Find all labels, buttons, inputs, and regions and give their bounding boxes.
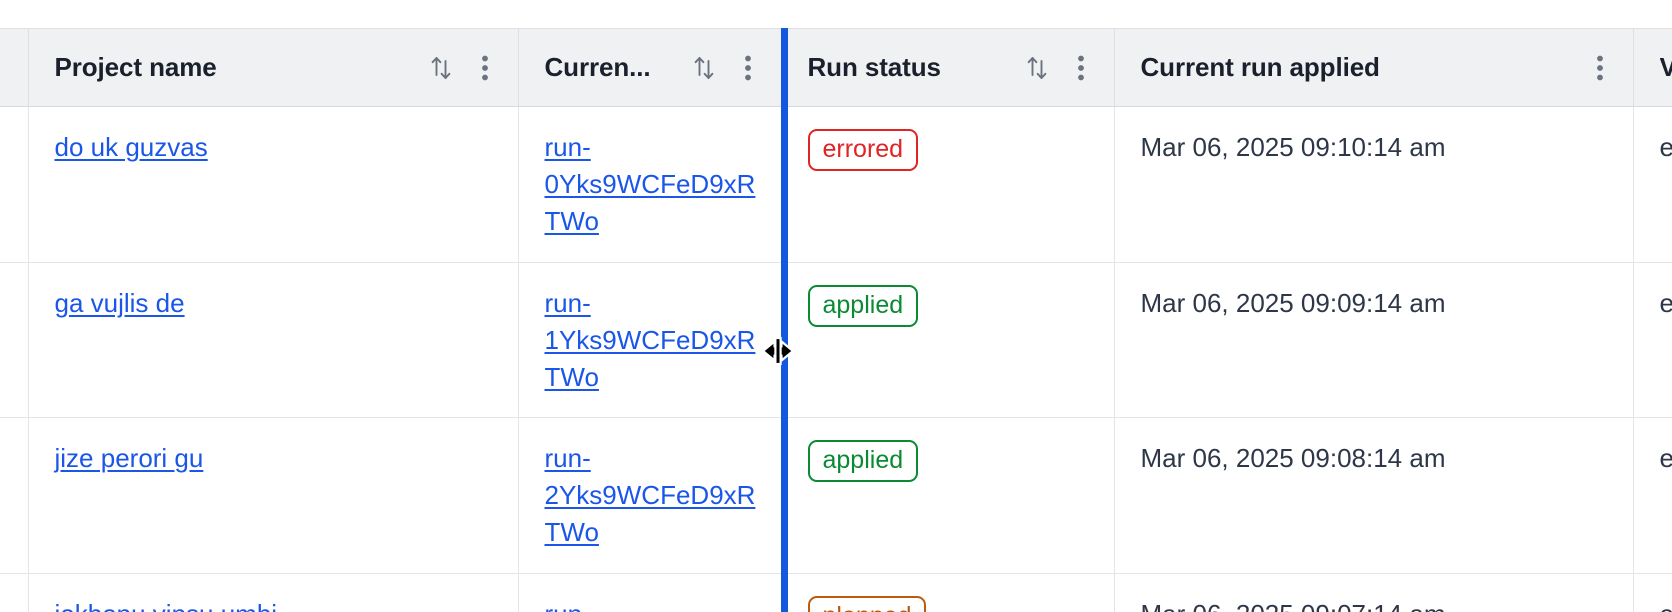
cell-next-column: e [1633,106,1672,263]
row-select-cell[interactable] [0,417,29,575]
project-name-link[interactable]: jokbopu vipsu umbi [55,599,278,612]
kebab-menu-icon[interactable] [1066,51,1096,85]
kebab-menu-icon[interactable] [733,51,763,85]
applied-timestamp: Mar 06, 2025 09:09:14 am [1140,287,1446,318]
cell-current-run-applied: Mar 06, 2025 09:10:14 am [1114,106,1634,263]
cell-next-column: e [1633,417,1672,575]
sort-arrows-icon[interactable] [426,51,456,85]
next-column-value: e [1660,132,1672,162]
applied-timestamp: Mar 06, 2025 09:08:14 am [1140,443,1446,474]
current-run-link[interactable]: run-2Yks9WCFeD9xRTWo [544,443,756,548]
kebab-menu-icon[interactable] [470,51,500,85]
sort-arrows-icon[interactable] [689,51,719,85]
next-column-value: e [1660,599,1672,612]
column-header-label: V [1660,52,1672,83]
column-header-run-status[interactable]: Run status [781,28,1115,107]
next-column-value: e [1660,443,1672,473]
table-row: ga vujlis de run-1Yks9WCFeD9xRTWo applie… [0,262,1672,419]
project-name-link[interactable]: do uk guzvas [54,132,208,162]
cell-run-status: applied [781,417,1115,575]
status-badge: errored [807,129,919,171]
sort-arrows-icon[interactable] [1022,51,1052,85]
kebab-menu-icon[interactable] [1585,51,1615,85]
cell-current-run: run-1Yks9WCFeD9xRTWo [518,262,782,419]
current-run-link[interactable]: run-0Yks9WCFeD9xRTWo [544,132,756,236]
column-header-current-run[interactable]: Curren... [518,28,782,107]
table-row: jokbopu vipsu umbi run-3Yks9WCFeD9xRTWo … [0,573,1672,612]
status-badge: applied [807,440,919,483]
status-badge: planned [807,596,927,612]
cell-current-run-applied: Mar 06, 2025 09:08:14 am [1114,417,1634,575]
cell-current-run: run-2Yks9WCFeD9xRTWo [518,417,782,575]
cell-current-run: run-0Yks9WCFeD9xRTWo [518,106,782,263]
current-run-link[interactable]: run-1Yks9WCFeD9xRTWo [544,287,756,392]
table-row: jize perori gu run-2Yks9WCFeD9xRTWo appl… [0,417,1672,575]
column-header-current-run-applied[interactable]: Current run applied [1114,28,1634,107]
column-header-project-name[interactable]: Project name [28,28,519,107]
column-header-label: Curren... [544,52,651,82]
applied-timestamp: Mar 06, 2025 09:10:14 am [1140,132,1446,162]
cell-current-run-applied: Mar 06, 2025 09:09:14 am [1114,262,1634,419]
column-header-label: Run status [807,52,941,82]
cell-project-name: jize perori gu [28,417,519,575]
project-name-link[interactable]: ga vujlis de [54,287,185,318]
row-select-cell[interactable] [0,262,29,419]
column-header-label: Project name [54,52,217,82]
cell-project-name: do uk guzvas [28,106,519,263]
row-select-cell[interactable] [0,106,29,263]
column-header-label: Current run applied [1140,52,1380,82]
cell-current-run-applied: Mar 06, 2025 09:07:14 am [1114,573,1634,612]
next-column-value: e [1660,288,1672,318]
table-row: do uk guzvas run-0Yks9WCFeD9xRTWo errore… [0,106,1672,263]
cell-project-name: ga vujlis de [28,262,519,419]
table-header: Project name [0,28,1672,107]
row-select-cell[interactable] [0,573,29,612]
cell-run-status: errored [781,106,1115,263]
project-name-link[interactable]: jize perori gu [54,443,204,474]
cell-next-column: e [1633,573,1672,612]
column-header-next-column[interactable]: V [1633,28,1672,107]
current-run-link[interactable]: run-3Yks9WCFeD9xRTWo [545,599,756,612]
cell-run-status: applied [781,262,1115,419]
cell-run-status: planned [781,573,1115,612]
cell-next-column: e [1633,262,1672,419]
row-select-header [0,28,29,107]
cell-project-name: jokbopu vipsu umbi [28,573,519,612]
applied-timestamp: Mar 06, 2025 09:07:14 am [1141,599,1446,612]
projects-table: Project name [0,28,1672,612]
cell-current-run: run-3Yks9WCFeD9xRTWo [518,573,782,612]
table-body: do uk guzvas run-0Yks9WCFeD9xRTWo errore… [0,106,1672,612]
header-row: Project name [0,28,1672,107]
status-badge: applied [807,284,919,327]
